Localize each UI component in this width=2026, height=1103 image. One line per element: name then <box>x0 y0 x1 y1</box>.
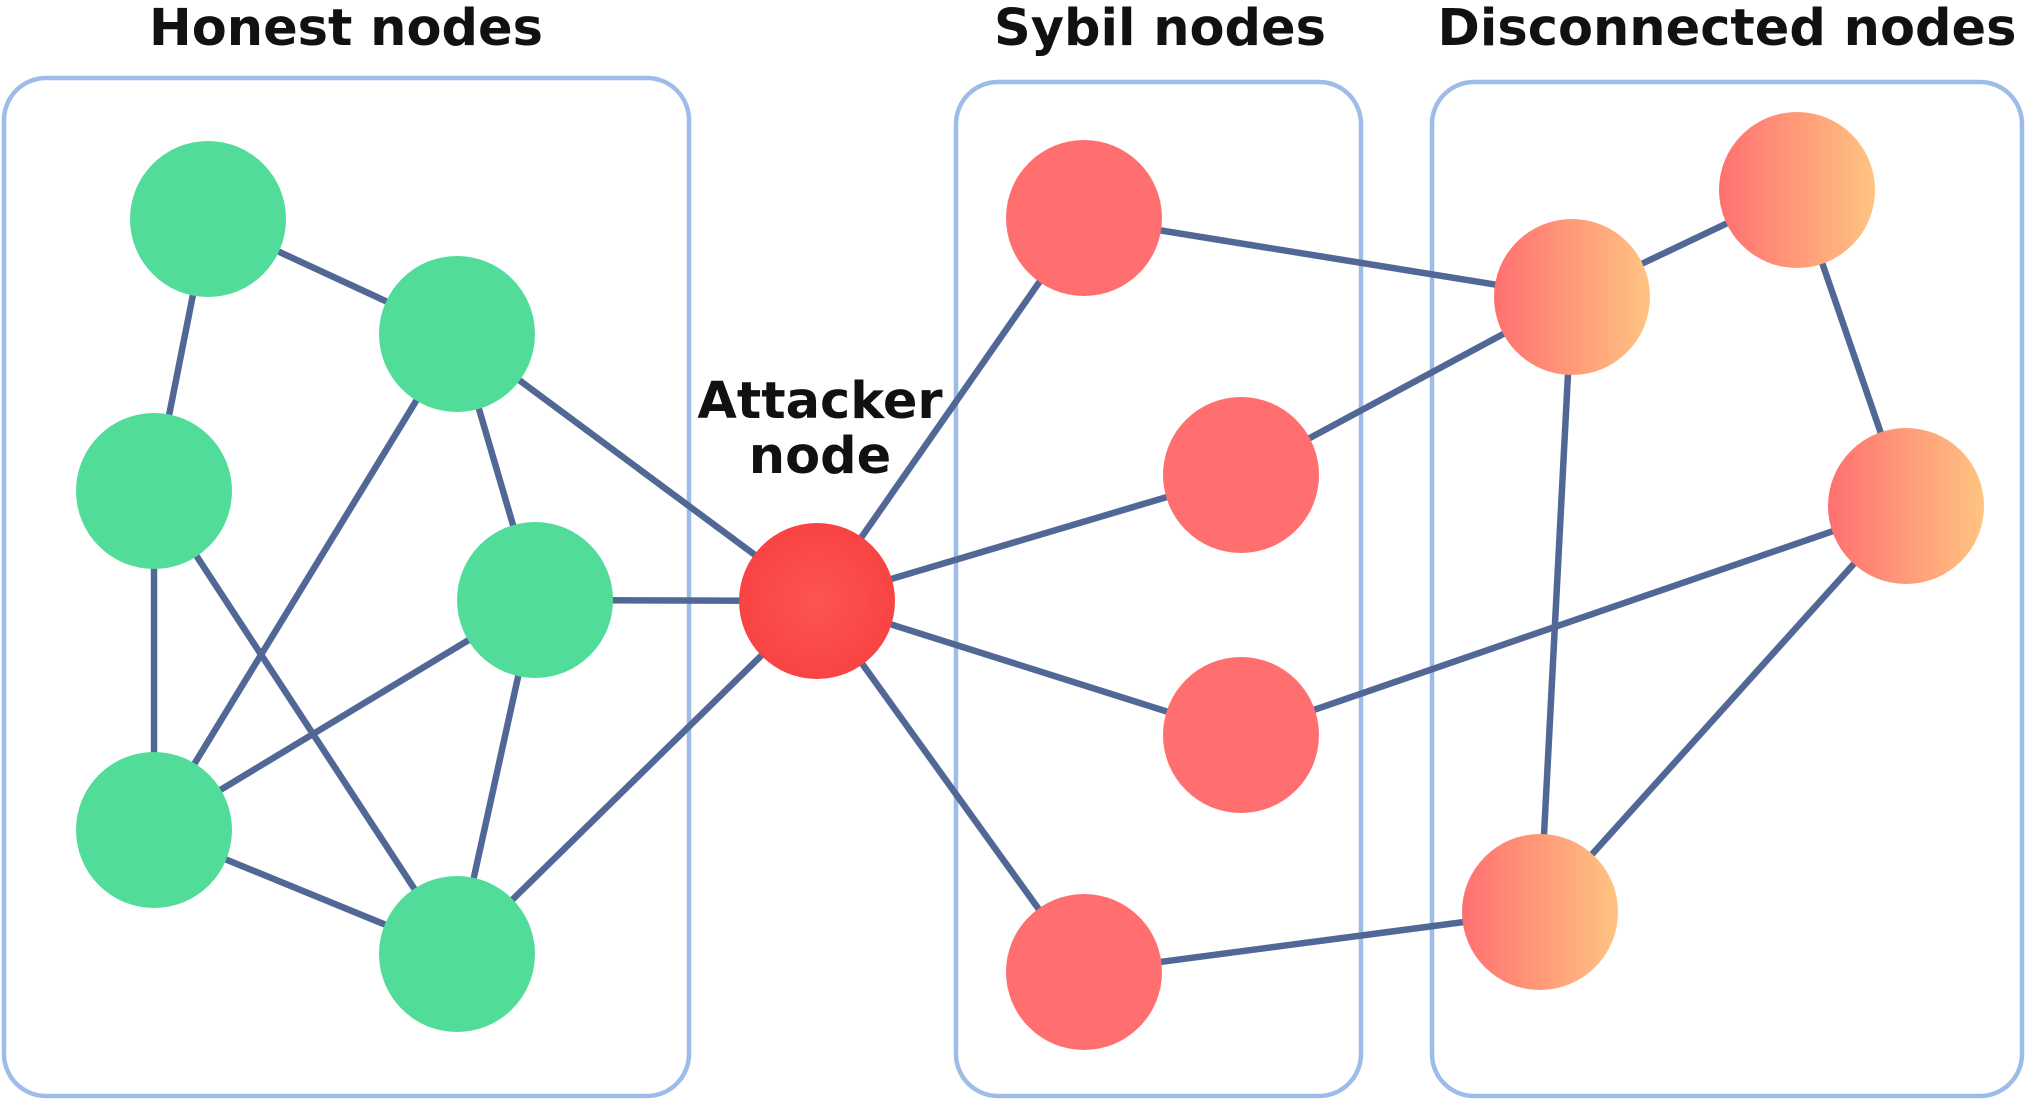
honest-group-title: Honest nodes <box>149 0 543 58</box>
sybil-node-s2 <box>1163 397 1319 553</box>
sybil-group-title: Sybil nodes <box>994 0 1326 58</box>
honest-node-h2 <box>379 256 535 412</box>
sybil-node-s1 <box>1006 140 1162 296</box>
disconnected-node-d1 <box>1494 219 1650 375</box>
honest-group-box <box>1 75 692 1099</box>
edge-h2-h5 <box>151 332 460 832</box>
edge-s1-d1 <box>1083 214 1573 301</box>
disconnected-group-box <box>1429 79 2025 1099</box>
honest-node-h4 <box>457 522 613 678</box>
edge-s3-d3 <box>1239 502 1908 739</box>
sybil-group-box <box>953 79 1364 1099</box>
disconnected-group-title: Disconnected nodes <box>1438 0 2017 58</box>
sybil-node-s4 <box>1006 894 1162 1050</box>
attacker-node-attacker <box>739 523 895 679</box>
disconnected-node-d4 <box>1462 834 1618 990</box>
sybil-node-s3 <box>1163 657 1319 813</box>
disconnected-node-d2 <box>1719 112 1875 268</box>
attacker-node-label: Attacker <box>697 372 942 431</box>
honest-node-h3 <box>76 413 232 569</box>
honest-node-h5 <box>76 752 232 908</box>
edge-h3-h6 <box>151 489 460 956</box>
honest-node-h6 <box>379 876 535 1032</box>
edge-d3-d4 <box>1537 503 1909 915</box>
nodes-layer <box>76 112 1984 1050</box>
edge-h6-attacker <box>454 598 820 957</box>
honest-node-h1 <box>130 141 286 297</box>
edge-d1-d4 <box>1536 296 1576 913</box>
disconnected-node-d3 <box>1828 428 1984 584</box>
attacker-node-label-line2: node <box>749 427 891 486</box>
